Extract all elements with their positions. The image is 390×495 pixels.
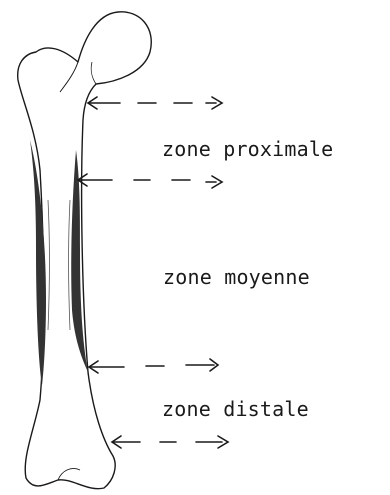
arrow-distal-top [89, 359, 218, 373]
arrow-proximal-bottom [78, 174, 222, 188]
zone-moyenne-label: zone moyenne [163, 265, 310, 289]
neck-line [91, 62, 96, 84]
condyle-notch [58, 468, 80, 480]
arrow-distal-bottom [112, 436, 228, 448]
canal-right-edge [69, 200, 71, 330]
trochanter-line [60, 62, 78, 92]
left-cortex [30, 140, 46, 385]
canal-left-edge [48, 200, 50, 330]
arrow-proximal-top [88, 97, 222, 109]
zone-distale-label: zone distale [162, 397, 309, 421]
zone-proximale-label: zone proximale [162, 137, 333, 161]
